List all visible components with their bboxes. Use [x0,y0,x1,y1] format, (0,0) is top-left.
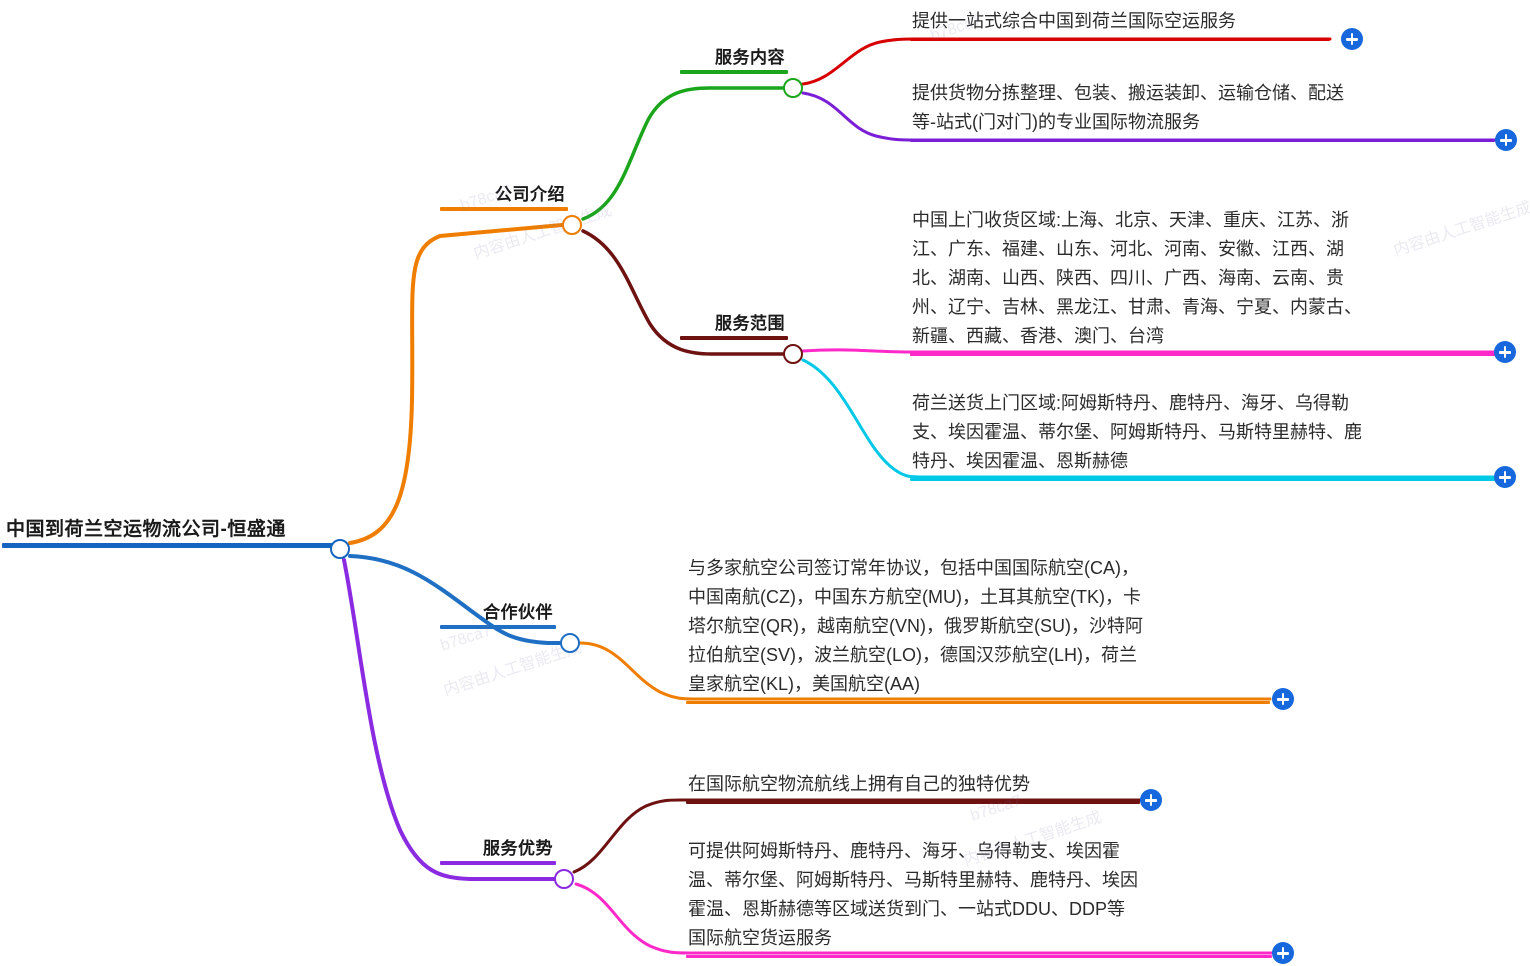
leaf-underline-china-pickup-areas [910,353,1495,356]
leaf-node-china-pickup-areas[interactable]: 中国上门收货区域:上海、北京、天津、重庆、江苏、浙 江、广东、福建、山东、河北、… [910,206,1495,356]
leaf-underline-ddu-ddp-services [686,955,1272,958]
branch-knob-service-content[interactable] [783,78,803,98]
leaf-underline-airline-agreements [686,701,1270,704]
branch-knob-partners[interactable] [560,633,580,653]
branch-label-service-advantages: 服务优势 [483,839,553,858]
leaf-text-one-stop-air-freight: 提供一站式综合中国到荷兰国际空运服务 [912,11,1236,31]
branch-node-partners[interactable]: 合作伙伴 [440,603,556,629]
branch-knob-service-advantages[interactable] [554,869,574,889]
leaf-node-unique-route-advantage[interactable]: 在国际航空物流航线上拥有自己的独特优势 [686,770,1140,804]
branch-knob-service-scope[interactable] [783,344,803,364]
edge-company-intro-to-service-content [581,86,785,221]
leaf-underline-netherlands-delivery-areas [910,478,1495,481]
expand-button-unique-route-advantage[interactable] [1140,789,1162,811]
branch-label-service-scope: 服务范围 [715,314,785,333]
leaf-node-ddu-ddp-services[interactable]: 可提供阿姆斯特丹、鹿特丹、海牙、乌得勒支、埃因霍 温、蒂尔堡、阿姆斯特丹、马斯特… [686,837,1272,958]
branch-node-service-scope[interactable]: 服务范围 [680,314,788,340]
leaf-node-airline-agreements[interactable]: 与多家航空公司签订常年协议，包括中国国际航空(CA)， 中国南航(CZ)，中国东… [686,554,1270,704]
leaf-text-door-to-door-logistics: 提供货物分拣整理、包装、搬运装卸、运输仓储、配送 等-站式(门对门)的专业国际物… [912,83,1344,132]
edge-root-to-company-intro [348,223,564,545]
leaf-node-door-to-door-logistics[interactable]: 提供货物分拣整理、包装、搬运装卸、运输仓储、配送 等-站式(门对门)的专业国际物… [910,79,1495,142]
expand-button-airline-agreements[interactable] [1272,688,1294,710]
root-node-underline [2,542,338,548]
leaf-text-ddu-ddp-services: 可提供阿姆斯特丹、鹿特丹、海牙、乌得勒支、埃因霍 温、蒂尔堡、阿姆斯特丹、马斯特… [688,841,1138,948]
leaf-underline-one-stop-air-freight [910,38,1330,41]
root-node-label: 中国到荷兰空运物流公司-恒盛通 [6,519,286,540]
branch-label-partners: 合作伙伴 [483,603,553,622]
root-node[interactable]: 中国到荷兰空运物流公司-恒盛通 [2,519,338,548]
branch-underline-service-scope [680,335,788,340]
leaf-underline-unique-route-advantage [686,801,1140,804]
leaf-underline-door-to-door-logistics [910,139,1495,142]
branch-node-company-intro[interactable]: 公司介绍 [440,185,568,211]
branch-underline-partners [440,624,556,629]
leaf-node-netherlands-delivery-areas[interactable]: 荷兰送货上门区域:阿姆斯特丹、鹿特丹、海牙、乌得勒 支、埃因霍温、蒂尔堡、阿姆斯… [910,389,1495,481]
leaf-text-netherlands-delivery-areas: 荷兰送货上门区域:阿姆斯特丹、鹿特丹、海牙、乌得勒 支、埃因霍温、蒂尔堡、阿姆斯… [912,393,1362,471]
branch-label-company-intro: 公司介绍 [495,185,565,204]
expand-button-ddu-ddp-services[interactable] [1272,942,1294,964]
leaf-text-china-pickup-areas: 中国上门收货区域:上海、北京、天津、重庆、江苏、浙 江、广东、福建、山东、河北、… [912,210,1362,346]
leaf-text-airline-agreements: 与多家航空公司签订常年协议，包括中国国际航空(CA)， 中国南航(CZ)，中国东… [688,558,1143,694]
branch-node-service-content[interactable]: 服务内容 [680,48,788,74]
expand-button-china-pickup-areas[interactable] [1494,341,1516,363]
branch-node-service-advantages[interactable]: 服务优势 [440,839,556,865]
edge-service-content-to-one-stop [801,37,1332,86]
expand-button-netherlands-delivery-areas[interactable] [1494,466,1516,488]
expand-button-door-to-door-logistics[interactable] [1495,129,1517,151]
branch-knob-company-intro[interactable] [562,215,582,235]
expand-button-one-stop-air-freight[interactable] [1341,28,1363,50]
edge-root-to-partners [348,554,562,645]
root-node-knob[interactable] [330,539,350,559]
branch-label-service-content: 服务内容 [715,48,785,67]
branch-underline-service-advantages [440,860,556,865]
leaf-text-unique-route-advantage: 在国际航空物流航线上拥有自己的独特优势 [688,774,1030,794]
branch-underline-company-intro [440,206,568,211]
branch-underline-service-content [680,69,788,74]
leaf-node-one-stop-air-freight[interactable]: 提供一站式综合中国到荷兰国际空运服务 [910,7,1330,41]
